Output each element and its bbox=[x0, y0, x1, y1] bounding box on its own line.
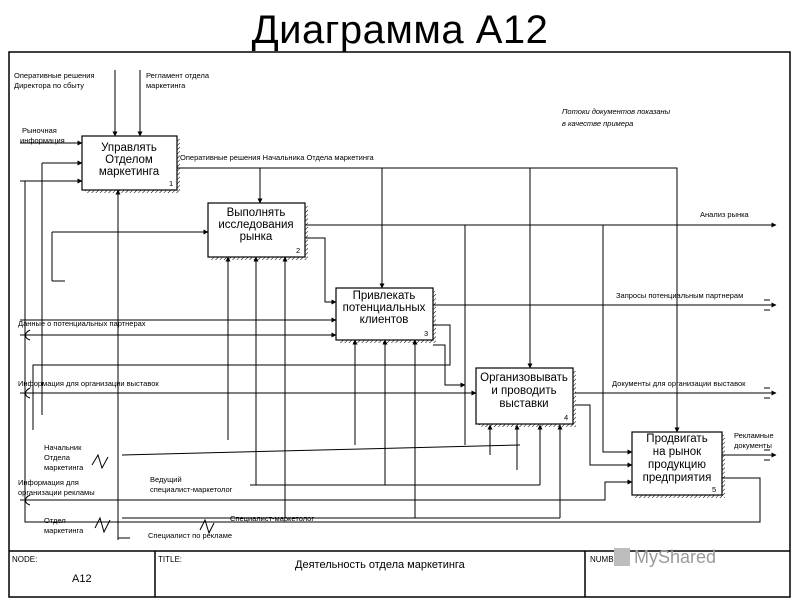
arrow-b3-to-b4 bbox=[433, 344, 466, 388]
label-dept-marketing-1: Отдел bbox=[44, 516, 66, 525]
note-line-2: в качестве примера bbox=[562, 119, 633, 128]
diagram-frame bbox=[8, 51, 791, 598]
box-1-number: 1 bbox=[169, 179, 173, 188]
label-market-info-2: информация bbox=[20, 136, 65, 145]
label-expo-info: Информация для организации выставок bbox=[18, 379, 159, 388]
tunnel-head bbox=[91, 453, 109, 470]
label-ad-docs-2: документы bbox=[734, 441, 772, 450]
arrow-b3-feedback bbox=[32, 324, 451, 430]
box-2-label-1: Выполнять bbox=[227, 207, 286, 219]
label-reglament-1: Регламент отдела bbox=[146, 71, 210, 80]
box-2-number: 2 bbox=[296, 246, 300, 255]
footer-node-label: NODE: bbox=[12, 555, 37, 564]
label-ad-docs-1: Рекламные bbox=[734, 431, 774, 440]
arrow-b5-feedback bbox=[24, 181, 761, 523]
diagram-title: Диаграмма А12 bbox=[251, 8, 549, 52]
arrow-analysis-drop-5 bbox=[602, 225, 633, 455]
box-1-label-2: Отделом bbox=[105, 154, 153, 166]
arrow-b2-to-b3 bbox=[306, 237, 337, 305]
box-1-label-1: Управлять bbox=[101, 142, 157, 154]
footer-title-label: TITLE: bbox=[158, 555, 182, 564]
arrow-ad-info bbox=[20, 479, 633, 501]
footer-number-label: NUMBER: bbox=[590, 555, 627, 564]
label-reglament-2: маркетинга bbox=[146, 81, 186, 90]
box-4-label-3: выставки bbox=[499, 398, 548, 410]
box-4-number: 4 bbox=[564, 413, 568, 422]
label-head-dept-2: Отдела bbox=[44, 453, 71, 462]
box-2-label-2: исследования bbox=[218, 219, 293, 231]
box-5-label-2: на рынок bbox=[653, 446, 702, 458]
label-partner-data: Данные о потенциальных партнерах bbox=[18, 319, 146, 328]
label-partner-req: Запросы потенциальным партнерам bbox=[616, 291, 743, 300]
note-line-1: Потоки документов показаны bbox=[562, 107, 671, 116]
tunnel-out-1 bbox=[764, 299, 770, 311]
tunnel-marks bbox=[25, 299, 770, 535]
box-3-label-1: Привлекать bbox=[353, 290, 416, 302]
label-op-head: Оперативные решения Начальника Отдела ма… bbox=[180, 153, 375, 162]
footer: NODE: A12 TITLE: Деятельность отдела мар… bbox=[9, 547, 790, 597]
box-5-label-3: продукцию bbox=[648, 459, 706, 471]
label-analysis: Анализ рынка bbox=[700, 210, 750, 219]
box-3-label-3: клиентов bbox=[360, 314, 409, 326]
arrows bbox=[20, 70, 777, 540]
label-expo-docs: Документы для организации выставок bbox=[612, 379, 746, 388]
arrow-op-head bbox=[177, 167, 680, 433]
tunnel-out-3 bbox=[764, 449, 770, 461]
box-5-number: 5 bbox=[712, 485, 716, 494]
box-5-label-4: предприятия bbox=[643, 472, 712, 484]
arrow-labels: Оперативные решения Директора по сбыту Р… bbox=[14, 71, 774, 540]
watermark-text: MyShared bbox=[634, 547, 716, 567]
watermark-logo bbox=[614, 548, 630, 566]
box-4-label-2: и проводить bbox=[491, 385, 556, 397]
footer-title-value: Деятельность отдела маркетинга bbox=[295, 559, 466, 571]
label-ad-spec: Специалист по рекламе bbox=[148, 531, 232, 540]
activity-box-4[interactable]: Организовывать и проводить выставки 4 bbox=[475, 367, 576, 427]
label-lead-spec-2: специалист-маркетолог bbox=[150, 485, 233, 494]
label-spec-marketer: Специалист-маркетолог bbox=[230, 514, 314, 523]
box-5-label-1: Продвигать bbox=[646, 433, 707, 445]
label-dept-marketing-2: маркетинга bbox=[44, 526, 84, 535]
tunnel-dept bbox=[94, 516, 111, 534]
box-1-label-3: маркетинга bbox=[99, 166, 160, 178]
footer-node-value: A12 bbox=[72, 573, 92, 585]
box-3-number: 3 bbox=[424, 329, 428, 338]
box-2-label-3: рынка bbox=[240, 231, 273, 243]
tunnel-ad bbox=[199, 518, 215, 535]
activity-box-3[interactable]: Привлекать потенциальных клиентов 3 bbox=[335, 287, 436, 343]
activity-box-5[interactable]: Продвигать на рынок продукцию предприяти… bbox=[631, 431, 725, 498]
mech-line-head bbox=[121, 444, 521, 456]
label-op-director-2: Директора по сбыту bbox=[14, 81, 84, 90]
label-head-dept-1: Начальник bbox=[44, 443, 82, 452]
activity-box-1[interactable]: Управлять Отделом маркетинга 1 bbox=[81, 135, 180, 193]
label-ad-info-1: Информация для bbox=[18, 478, 79, 487]
box-4-label-1: Организовывать bbox=[480, 372, 568, 384]
tunnel-in-3 bbox=[25, 494, 31, 506]
arrow-b4-to-b5 bbox=[575, 404, 633, 468]
label-ad-info-2: организации рекламы bbox=[18, 488, 95, 497]
label-head-dept-3: маркетинга bbox=[44, 463, 84, 472]
label-market-info-1: Рыночная bbox=[22, 126, 57, 135]
activity-box-2[interactable]: Выполнять исследования рынка 2 bbox=[207, 202, 308, 260]
tunnel-out-2 bbox=[764, 387, 770, 399]
label-lead-spec-1: Ведущий bbox=[150, 475, 182, 484]
box-3-label-2: потенциальных bbox=[343, 302, 426, 314]
label-op-director-1: Оперативные решения bbox=[14, 71, 95, 80]
tunnel-in-1 bbox=[25, 329, 31, 341]
tunnel-in-2 bbox=[25, 387, 31, 399]
